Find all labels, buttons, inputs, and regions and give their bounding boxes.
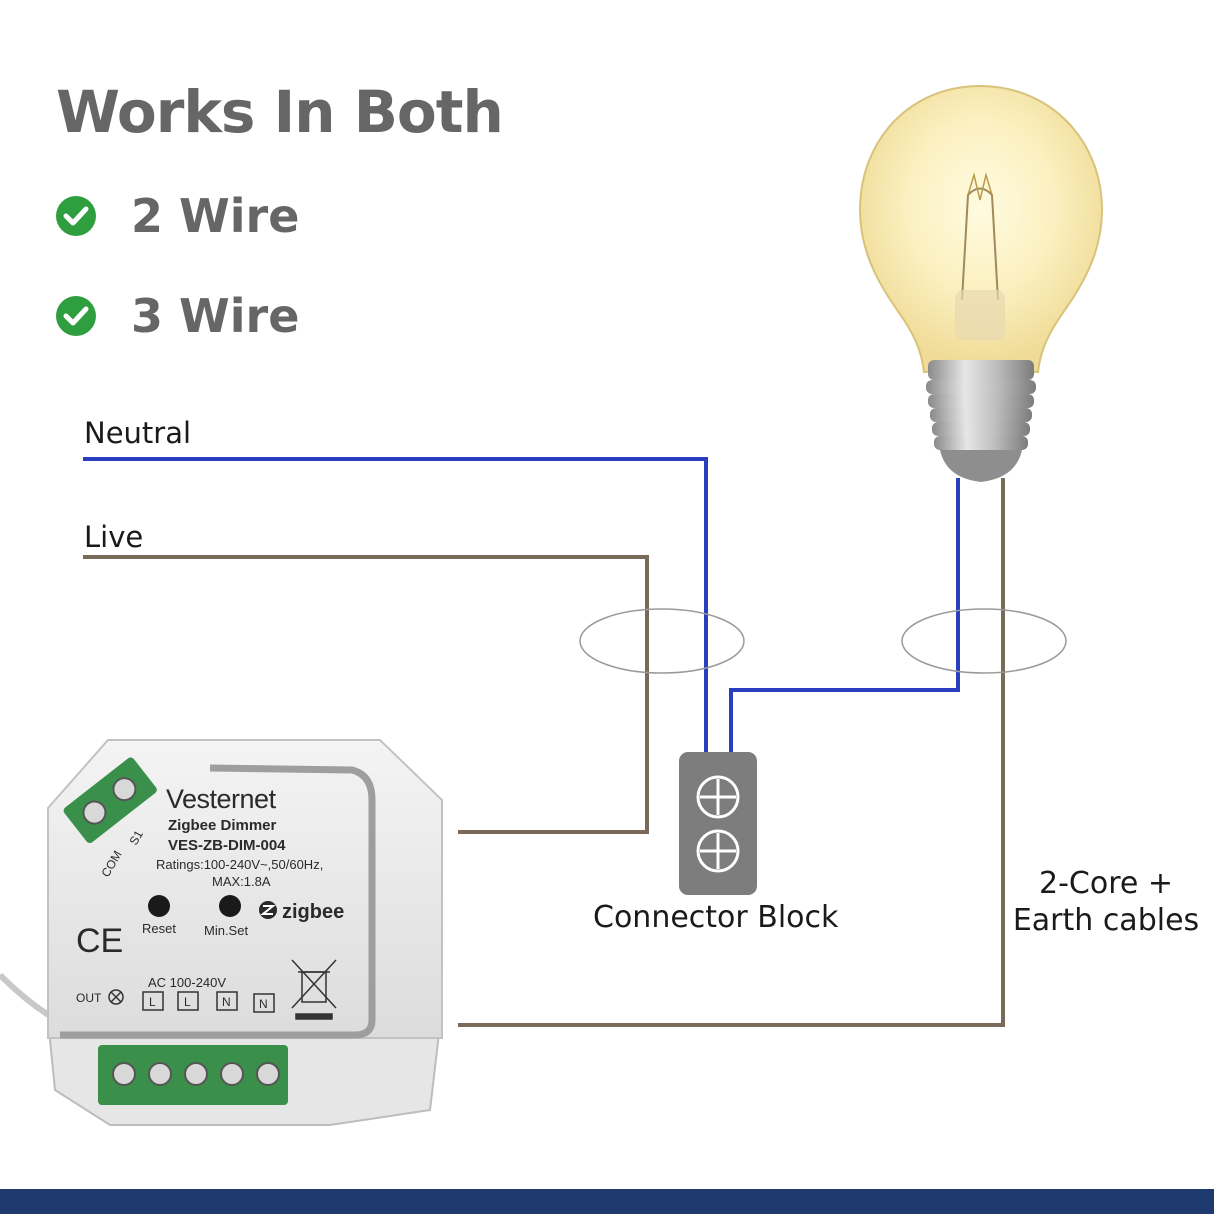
min-set-label: Min.Set bbox=[204, 923, 248, 938]
terminal-label: N bbox=[259, 997, 268, 1011]
check-circle-icon bbox=[56, 296, 96, 336]
plus-terminal-icon bbox=[696, 829, 740, 873]
terminal-label: L bbox=[149, 995, 156, 1009]
side-terminal-label: S1 bbox=[126, 828, 146, 848]
lamp-output-icon bbox=[108, 989, 124, 1005]
cable-sleeve-right bbox=[901, 608, 1067, 674]
light-bulb-icon bbox=[858, 84, 1104, 482]
ac-label: AC 100-240V bbox=[148, 975, 226, 990]
live-wire bbox=[83, 478, 1005, 1027]
terminal-label: L bbox=[184, 995, 191, 1009]
cable-sleeve-left bbox=[579, 608, 745, 674]
device-ratings: Ratings:100-240V~,50/60Hz, bbox=[156, 857, 323, 872]
plus-terminal-icon bbox=[696, 775, 740, 819]
weee-bin-icon bbox=[291, 959, 337, 1020]
feature-label: 3 Wire bbox=[131, 289, 300, 343]
terminal-label: N bbox=[222, 995, 231, 1009]
neutral-wire bbox=[83, 457, 960, 752]
zigbee-label: zigbee bbox=[282, 901, 344, 923]
device-brand: Vesternet bbox=[166, 784, 277, 814]
feature-label: 2 Wire bbox=[131, 189, 300, 243]
connector-block bbox=[679, 752, 757, 895]
feature-item: 2 Wire bbox=[55, 186, 299, 246]
device-max: MAX:1.8A bbox=[212, 874, 271, 889]
reset-label: Reset bbox=[142, 921, 176, 936]
zigbee-logo-icon bbox=[259, 901, 277, 919]
out-label: OUT bbox=[76, 991, 102, 1005]
feature-item: 3 Wire bbox=[55, 286, 299, 346]
ce-mark: CE bbox=[76, 922, 123, 960]
min-set-button bbox=[219, 895, 241, 917]
check-circle-icon bbox=[56, 196, 96, 236]
cable-note-line2: Earth cables bbox=[1012, 903, 1200, 938]
device-model: VES-ZB-DIM-004 bbox=[168, 837, 286, 854]
cable-note: 2-Core + Earth cables bbox=[1010, 866, 1202, 938]
neutral-label: Neutral bbox=[84, 416, 192, 450]
reset-button bbox=[148, 895, 170, 917]
device-product: Zigbee Dimmer bbox=[168, 817, 277, 834]
live-label: Live bbox=[84, 520, 144, 554]
zigbee-dimmer-module bbox=[0, 739, 443, 1126]
footer-bar bbox=[0, 1189, 1214, 1214]
page-title: Works In Both bbox=[56, 78, 504, 146]
cable-note-line1: 2-Core + bbox=[1038, 866, 1174, 901]
connector-block-label: Connector Block bbox=[593, 900, 839, 935]
